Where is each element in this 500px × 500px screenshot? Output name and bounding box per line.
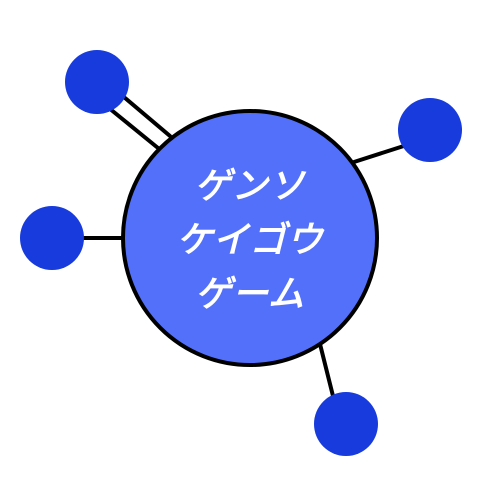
atom-node-bottom (314, 392, 378, 456)
connectors (78, 90, 412, 402)
logo-line-1: ゲンソ (194, 166, 306, 207)
double-bond-line-a (102, 102, 160, 150)
logo-line-3: ゲーム (195, 274, 305, 315)
satellite-atoms (20, 50, 462, 456)
element-core-circle (121, 109, 379, 367)
bond-line-bottom (318, 342, 336, 402)
atom-node-top-left (65, 50, 129, 114)
bond-line-right (352, 142, 412, 164)
atom-node-left (20, 206, 84, 270)
double-bond-line-b (116, 90, 172, 138)
logo-title: ゲンソ ケイゴウ ゲーム (176, 166, 324, 315)
atom-node-right (398, 98, 462, 162)
logo-line-2: ケイゴウ (176, 220, 324, 261)
